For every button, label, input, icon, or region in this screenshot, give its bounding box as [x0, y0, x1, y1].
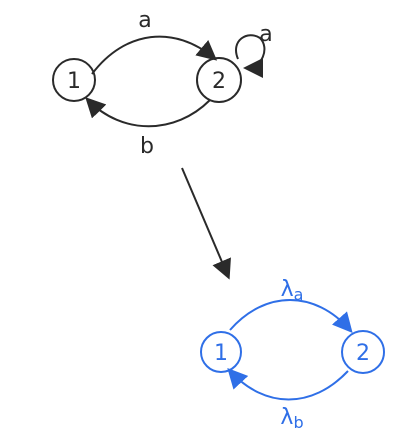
edge-b-2-to-1: [85, 97, 211, 128]
edge-label-lambda-a: λa: [281, 277, 304, 304]
edge-lambda-a-1-to-2: [229, 299, 353, 334]
lambda-state-node-1-label: 1: [214, 341, 228, 366]
lambda-state-node-1: [200, 331, 242, 373]
edge-label-a-1-to-2: a: [138, 8, 151, 33]
state-node-1: [52, 58, 96, 102]
lambda-state-node-2-label: 2: [356, 341, 370, 366]
edge-a-loop-2: [235, 34, 266, 78]
state-node-2: [196, 57, 242, 103]
state-node-1-label: 1: [67, 69, 81, 94]
edge-a-1-to-2: [91, 35, 218, 75]
edge-label-a-loop-2: a: [259, 22, 272, 47]
edge-label-b-2-to-1: b: [140, 134, 154, 159]
top-automaton: a b a 1 2: [52, 8, 273, 159]
transformation-arrow: [181, 167, 231, 280]
edge-label-lambda-b: λb: [280, 405, 303, 432]
lambda-state-node-2: [341, 330, 385, 374]
bottom-automaton: λa λb 1 2: [200, 277, 385, 432]
state-node-2-label: 2: [212, 69, 226, 94]
edge-lambda-b-2-to-1: [227, 368, 349, 401]
